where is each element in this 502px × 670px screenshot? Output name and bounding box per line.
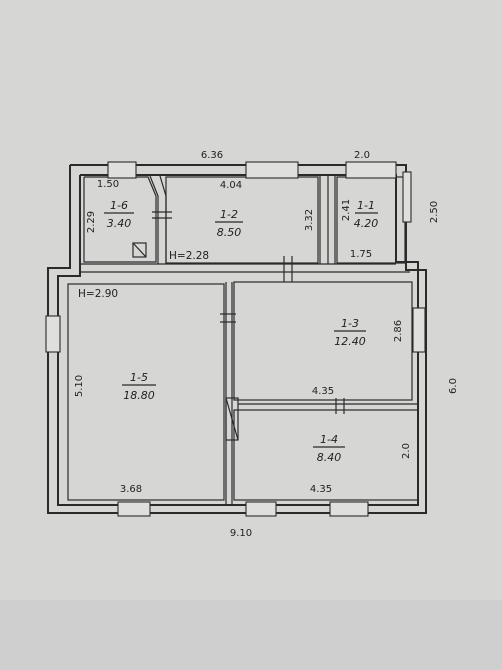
dim-r13-height: 2.86 [393,320,404,342]
room-number: 1-6 [110,199,128,212]
dim-r15-height: 5.10 [74,375,85,397]
dim-r14-height: 2.0 [401,443,412,459]
room-1-5: 1-5 18.80 [122,371,156,402]
paper-shadow [0,600,502,670]
window-bottom-left [117,501,151,517]
room-number: 1-5 [130,371,148,384]
dimension-labels: 6.36 2.0 9.10 6.0 2.50 2.41 1.75 4.04 3.… [74,150,459,539]
room-number: 1-1 [357,199,375,212]
dim-top-left: 6.36 [201,150,223,161]
window-top-right [345,161,397,179]
dim-right-side: 6.0 [448,378,459,394]
room-1-1: 1-1 4.20 [354,199,379,230]
ceiling-height-lower: H=2.90 [78,288,118,300]
window-top-left [107,161,137,179]
room-area: 8.50 [217,226,242,239]
room-area: 12.40 [334,335,366,348]
dim-r14-width: 4.35 [310,484,332,495]
room-area: 3.40 [107,217,132,230]
window-bottom-right [329,501,369,517]
dim-r15-width: 3.68 [120,484,142,495]
dim-right-upper: 2.50 [429,201,440,223]
room-area: 8.40 [317,451,342,464]
room-number: 1-3 [341,317,359,330]
dim-r11-width: 1.75 [350,249,372,260]
interior-walls [67,175,419,505]
room-area: 18.80 [123,389,155,402]
dim-r11-height: 2.41 [341,199,352,221]
dim-r13-width: 4.35 [312,386,334,397]
window-bottom-mid [245,501,277,517]
window-top-mid [245,161,299,179]
dim-r16-height: 2.29 [86,211,97,233]
dim-top-right: 2.0 [354,150,370,161]
room-area: 4.20 [354,217,379,230]
dim-bottom: 9.10 [230,528,252,539]
room-1-6: 1-6 3.40 [104,199,134,230]
ceiling-heights: H=2.90 H=2.28 [78,250,209,300]
window-right-upper [402,171,412,223]
room-1-3: 1-3 12.40 [334,317,366,348]
dim-r16-width: 1.50 [97,179,119,190]
room-number: 1-4 [320,433,338,446]
room-1-2: 1-2 8.50 [215,208,243,239]
chimney-marker [132,242,239,441]
dim-r12-width: 4.04 [220,180,242,191]
doors [152,211,345,414]
room-1-4: 1-4 8.40 [313,433,345,464]
ceiling-height-upper: H=2.28 [169,250,209,262]
windows [45,161,426,517]
dim-r12-height: 3.32 [304,209,315,231]
room-number: 1-2 [220,208,238,221]
window-right-mid [412,307,426,353]
window-left [45,315,61,353]
